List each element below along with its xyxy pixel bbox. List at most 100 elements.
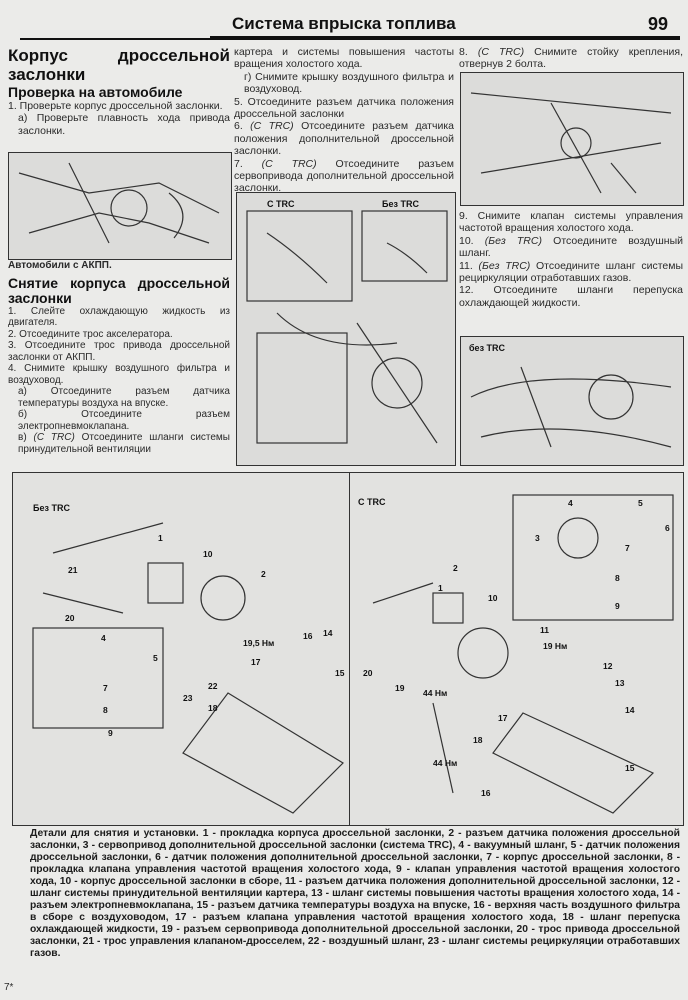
figure-label: без TRC	[469, 343, 506, 353]
paragraph: 4. Снимите крышку воздушного фильтра и в…	[8, 363, 230, 386]
callout-label: 6	[665, 523, 670, 533]
callout-label: 9	[108, 728, 113, 738]
trc-tag: (С TRC)	[477, 46, 525, 58]
callout-label: 13	[615, 678, 625, 688]
callout-label: 44 Нм	[423, 688, 448, 698]
figure-label: Без TRC	[382, 199, 419, 209]
paragraph: 9. Снимите клапан системы управления час…	[459, 210, 683, 235]
text: Отсоедините шланги системы принудительно…	[18, 432, 230, 455]
callout-label: 15	[625, 763, 635, 773]
header-rule	[210, 36, 680, 40]
trc-tag: (С TRC)	[250, 120, 294, 133]
callout-label: 17	[251, 657, 261, 667]
trc-tag: (Без TRC)	[478, 259, 531, 272]
section-title: Корпус дроссельной заслонки	[8, 46, 230, 84]
callout-label: 4	[101, 633, 106, 643]
text: Снимите стойку крепления, отвернув 2 бол…	[459, 46, 683, 71]
callout-label: 2	[453, 563, 458, 573]
paragraph: 3. Отсоедините трос привода дроссельной …	[8, 340, 230, 363]
callout-label: 21	[68, 565, 78, 575]
figure-connectors: С TRC Без TRC	[236, 192, 456, 466]
paragraph: б) Отсоедините разъем электропневмоклапа…	[18, 409, 230, 432]
text: Отсоедините воздушный шланг.	[459, 234, 683, 260]
paragraph: 8. (С TRC) Снимите стойку крепления, отв…	[459, 46, 683, 71]
callout-label: 44 Нм	[433, 758, 458, 768]
paragraph: 11. (Без TRC) Отсоедините шланг системы …	[459, 260, 683, 285]
column-3-continued: 9. Снимите клапан системы управления час…	[459, 210, 683, 309]
callout-label: 19,5 Нм	[243, 638, 275, 648]
header-title: Система впрыска топлива	[232, 14, 456, 33]
text: 11.	[459, 259, 479, 272]
paragraph: 2. Отсоедините трос акселератора.	[8, 328, 173, 340]
callout-label: 8	[103, 705, 108, 715]
callout-label: 16	[303, 631, 313, 641]
callout-label: 14	[323, 628, 333, 638]
figure-label: С TRC	[267, 199, 295, 209]
callout-label: 14	[625, 705, 635, 715]
figure-label: С TRC	[358, 497, 386, 507]
figure-divider	[349, 473, 350, 825]
paragraph: 5. Отсоедините разъем датчика положения …	[234, 95, 454, 121]
callout-label: 7	[625, 543, 630, 553]
callout-label: 19	[395, 683, 405, 693]
callout-label: 19 Нм	[543, 641, 568, 651]
paragraph: 1. Проверьте корпус дроссельной заслонки…	[8, 100, 223, 112]
figure-caption: Автомобили с АКПП.	[8, 260, 112, 271]
callout-label: 17	[498, 713, 508, 723]
callout-label: 7	[103, 683, 108, 693]
text: 7.	[234, 157, 262, 170]
paragraph: 1. Слейте охлаждающую жидкость из двигат…	[8, 305, 230, 329]
page-number: 99	[647, 14, 668, 34]
paragraph: а) Отсоедините разъем датчика температур…	[18, 386, 230, 409]
figure-label: Без TRC	[33, 503, 70, 513]
paragraph: картера и системы повышения частоты вращ…	[234, 46, 454, 71]
paragraph: в) (С TRC) Отсоедините шланги системы пр…	[8, 432, 230, 455]
header-rule	[20, 38, 210, 40]
text: 10.	[459, 234, 485, 247]
paragraph: 7. (С TRC) Отсоедините разъем сервоприво…	[234, 158, 454, 195]
callout-label: 5	[638, 498, 643, 508]
subsection-title: Снятие корпуса дроссельной заслонки	[8, 274, 230, 306]
callout-label: 15	[335, 668, 345, 678]
text: 8.	[459, 46, 478, 58]
callout-label: 1	[438, 583, 443, 593]
callout-label: 9	[615, 601, 620, 611]
text: Отсоедините разъем сервопривода дополнит…	[234, 157, 454, 195]
column-2: картера и системы повышения частоты вращ…	[234, 46, 454, 195]
column-1-continued: Автомобили с АКПП. Снятие корпуса дроссе…	[8, 260, 230, 455]
text: 6.	[234, 120, 251, 133]
figure-hoses: без TRC	[460, 336, 684, 466]
column-3: 8. (С TRC) Снимите стойку крепления, отв…	[459, 46, 683, 71]
paragraph: 6. (С TRC) Отсоедините разъем датчика по…	[234, 120, 454, 157]
running-header: Система впрыска топлива 99	[0, 12, 688, 40]
callout-label: 12	[603, 661, 613, 671]
callout-label: 20	[65, 613, 75, 623]
paragraph: 10. (Без TRC) Отсоедините воздушный шлан…	[459, 235, 683, 260]
paragraph: 12. Отсоедините шланги перепуска охлажда…	[459, 284, 683, 309]
callout-label: 18	[473, 735, 483, 745]
text: в)	[18, 432, 34, 443]
text: Отсоедините шланг системы рециркуляции о…	[459, 259, 683, 285]
paragraph: г) Снимите крышку воздушного фильтра и в…	[244, 70, 454, 96]
callout-label: 23	[183, 693, 193, 703]
callout-label: 1	[158, 533, 163, 543]
figure-caption-parts: Детали для снятия и установки. 1 - прокл…	[30, 828, 680, 959]
callout-label: 20	[363, 668, 373, 678]
callout-label: 2	[261, 569, 266, 579]
callout-label: 3	[535, 533, 540, 543]
figure-bracket	[460, 72, 684, 206]
callout-label: 8	[615, 573, 620, 583]
subsection-title: Проверка на автомобиле	[8, 84, 183, 100]
figure-throttle-check	[8, 152, 232, 260]
trc-tag: (Без TRC)	[484, 234, 542, 247]
callout-label: 18	[208, 703, 218, 713]
trc-tag: (С TRC)	[33, 432, 75, 443]
callout-label: 10	[203, 549, 213, 559]
callout-label: 22	[208, 681, 218, 691]
text: Отсоедините разъем датчика положения доп…	[234, 120, 454, 158]
callout-label: 11	[540, 625, 549, 635]
footer-mark: 7*	[4, 982, 14, 993]
callout-label: 5	[153, 653, 158, 663]
